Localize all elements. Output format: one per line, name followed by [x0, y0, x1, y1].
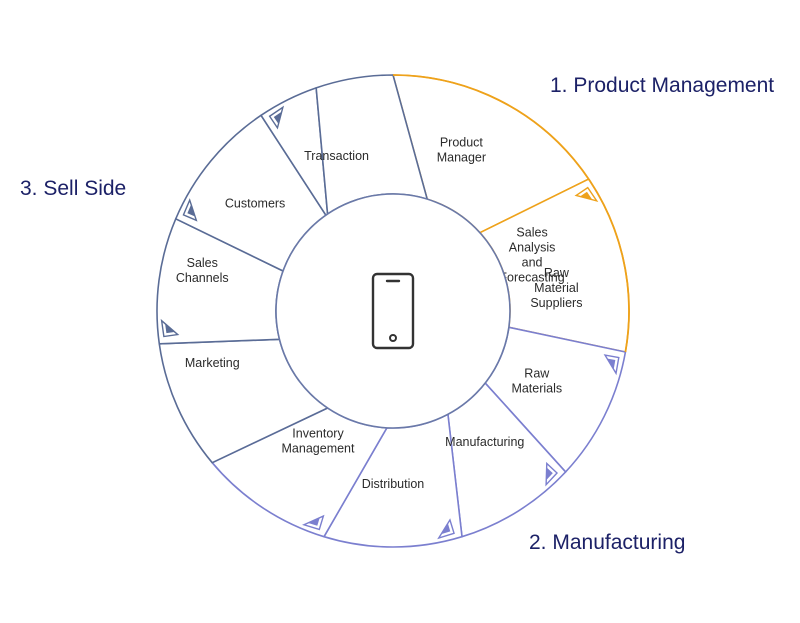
flag-marker — [603, 354, 620, 376]
segment-label-line: Raw — [524, 367, 550, 381]
flag-marker — [301, 514, 325, 531]
segment-label-line: Management — [282, 441, 355, 455]
segment-label-line: Distribution — [362, 477, 425, 491]
segment-label-line: Product — [440, 135, 484, 149]
segment-label-line: Forecasting — [499, 270, 564, 284]
segment-label-line: Raw — [544, 266, 570, 280]
segment-label: Transaction — [304, 149, 369, 163]
flag-marker — [437, 518, 455, 540]
group-label-product-management: 1. Product Management — [550, 74, 775, 97]
segment-label: Manufacturing — [445, 435, 524, 449]
product-arc — [392, 74, 630, 353]
segment-label-line: Customers — [225, 196, 285, 210]
segment-label-line: Marketing — [185, 356, 240, 370]
flag-fill — [187, 204, 195, 217]
group-label-manufacturing: 2. Manufacturing — [529, 531, 686, 554]
center-circle — [275, 193, 511, 429]
segment-label-line: Suppliers — [530, 296, 582, 310]
phone-body — [371, 272, 415, 350]
flag-fill — [441, 523, 451, 534]
segment-label-line: Transaction — [304, 149, 369, 163]
flag-marker — [574, 186, 599, 203]
flag-fill — [546, 467, 553, 480]
segment-label-line: Manager — [437, 150, 486, 164]
smartphone-icon — [371, 272, 415, 350]
group-label-sell-side: 3. Sell Side — [20, 177, 127, 200]
flag-fill — [607, 358, 616, 369]
flag-marker — [268, 105, 285, 130]
flag-fill — [165, 324, 175, 334]
flag-fill — [273, 112, 282, 124]
segment-label-line: Manufacturing — [445, 435, 524, 449]
segment-label: Customers — [225, 196, 285, 210]
segment-label-line: Sales — [187, 256, 218, 270]
segment-label-line: Material — [534, 281, 578, 295]
segment-label-line: Sales — [516, 225, 547, 239]
segment-label-line: Analysis — [509, 240, 556, 254]
segment-label-line: and — [522, 255, 543, 269]
flag-marker — [182, 198, 198, 222]
flag-fill — [580, 191, 592, 200]
segment-label: Distribution — [362, 477, 425, 491]
flag-marker — [160, 318, 180, 338]
flag-fill — [308, 518, 320, 526]
segment-label-line: Materials — [511, 382, 562, 396]
flags — [160, 105, 620, 540]
segment-label-line: Inventory — [292, 426, 344, 440]
segment-label-line: Channels — [176, 271, 229, 285]
flag-marker — [545, 461, 559, 487]
segment-label: Marketing — [185, 356, 240, 370]
phone-button — [389, 334, 397, 342]
